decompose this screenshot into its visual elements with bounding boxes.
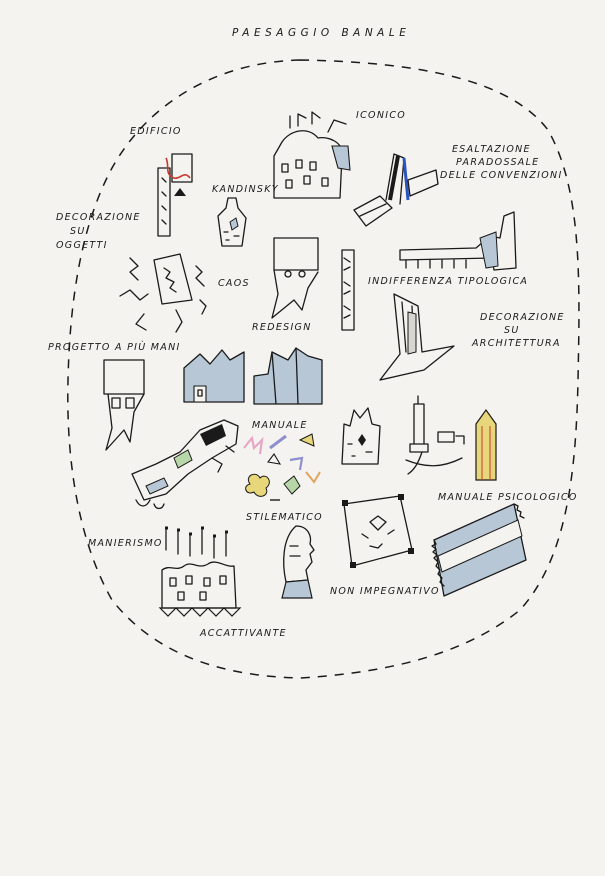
paradox-gate-icon [353,153,439,227]
label-decorazione-arch-1: DECORAZIONE [480,312,565,323]
label-caos: CAOS [218,278,250,289]
tower-with-red-line-icon [157,153,193,237]
label-decorazione-oggetti-1: DECORAZIONE [56,212,141,223]
label-redesign: REDESIGN [252,322,312,333]
iconic-building-icon [273,111,351,199]
label-decorazione-arch-3: ARCHITETTURA [472,338,561,349]
long-slab-building-icon [399,211,517,271]
chaos-squiggles-icon [119,253,207,333]
bottle-object-icon [217,197,247,247]
label-esaltazione-1: ESALTAZIONE [452,144,531,155]
label-stilematico: STILEMATICO [246,512,323,523]
label-decorazione-oggetti-2: SU [70,226,86,237]
ornament-shapes-icon [243,433,321,501]
snake-building-icon [131,419,239,510]
antenna-building-icon [158,526,242,617]
label-decorazione-oggetti-3: OGGETTI [56,240,108,251]
mask-box-icon [103,359,145,451]
tower-group-icon [405,395,497,481]
label-esaltazione-2: PARADOSSALE [456,157,540,168]
label-manuale-psicologico: MANUALE PSICOLOGICO [438,492,578,503]
jagged-skyline-icon [183,349,245,403]
label-esaltazione-3: DELLE CONVENZIONI [440,170,563,181]
label-kandinsky: KANDINSKY [212,184,279,195]
face-box-icon [271,237,319,319]
label-edificio: EDIFICIO [130,126,182,137]
square-plan-icon [342,494,414,568]
profile-head-icon [281,525,315,599]
label-non-impegnativo: NON IMPEGNATIVO [330,586,440,597]
label-indifferenza: INDIFFERENZA TIPOLOGICA [368,276,529,287]
wrapper-package-icon [431,503,527,597]
decorated-post-icon [341,249,355,331]
peaked-skyline-icon [253,347,323,405]
label-manuale: MANUALE [252,420,308,431]
label-accattivante: ACCATTIVANTE [200,628,287,639]
label-manierismo: MANIERISMO [88,538,163,549]
label-decorazione-arch-2: SU [504,325,520,336]
folded-facade-icon [379,293,455,381]
label-iconico: ICONICO [356,110,407,121]
diagram-title: PAESAGGIO BANALE [232,27,411,39]
spiky-tower-icon [341,407,381,465]
label-progetto: PROGETTO A PIÙ MANI [48,342,181,353]
